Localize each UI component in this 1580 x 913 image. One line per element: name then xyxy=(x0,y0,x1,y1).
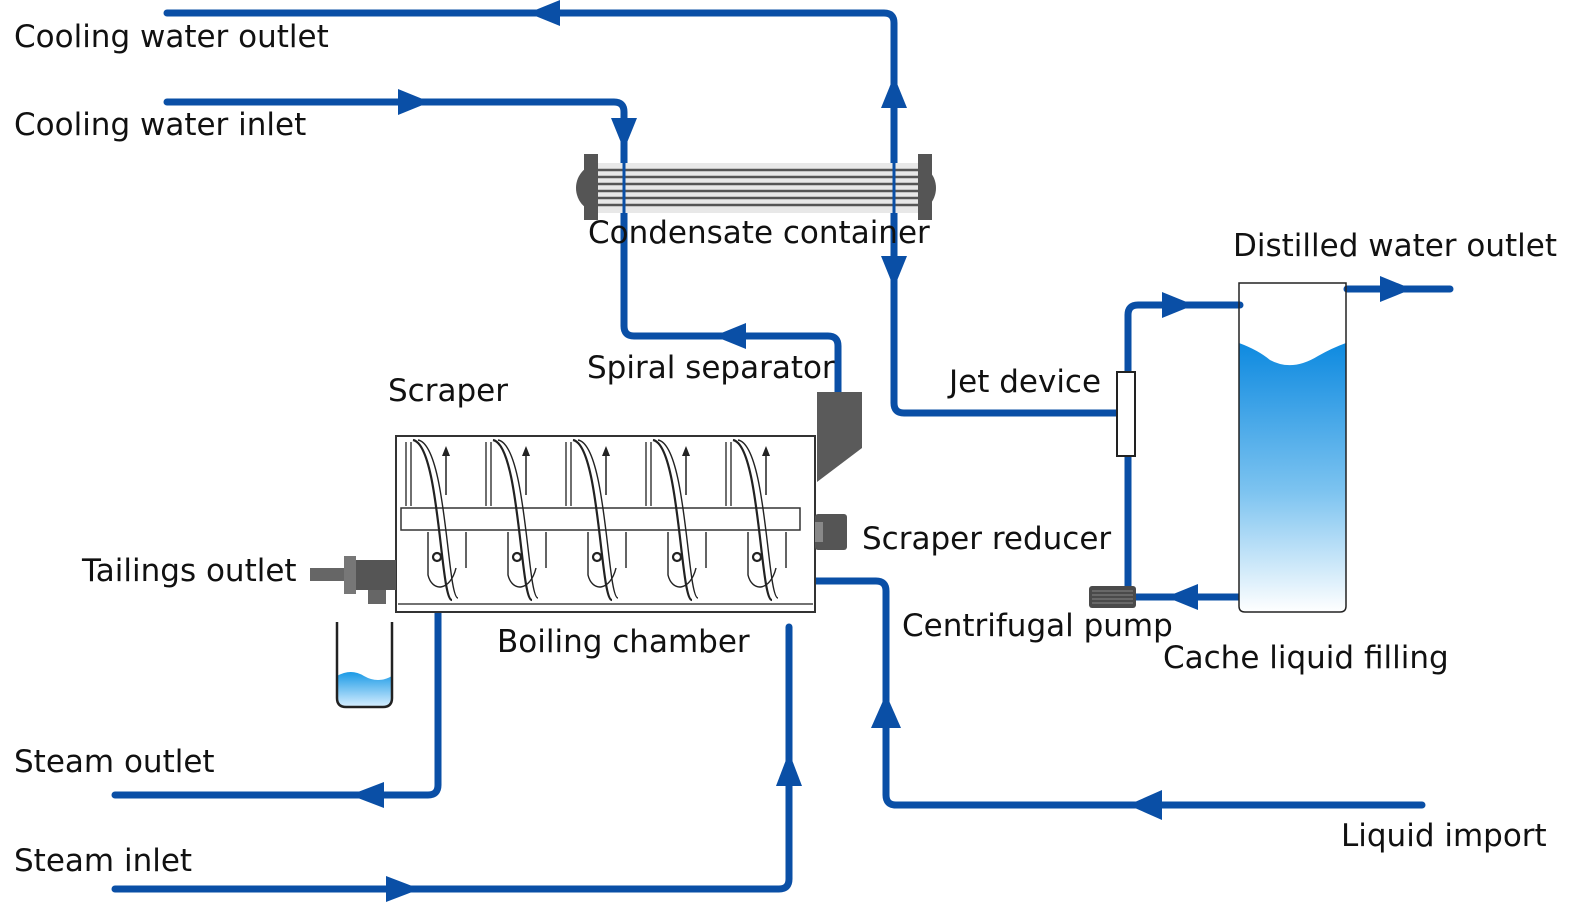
scraper-blade xyxy=(405,438,467,602)
cooling-water-outlet-label: Cooling water outlet xyxy=(14,19,329,55)
cooling-water-inlet-label: Cooling water inlet xyxy=(14,107,307,143)
distilled-water-tank xyxy=(1238,282,1347,613)
scraper-blade xyxy=(565,438,627,602)
arrow-down-icon xyxy=(611,118,637,150)
cooling-water-inlet-pipe xyxy=(163,98,628,169)
scraper-reducer xyxy=(815,514,847,550)
jet-device xyxy=(1116,371,1136,457)
scraper-blade xyxy=(485,438,547,602)
tailings-cup xyxy=(335,622,394,709)
steam-inlet-pipe xyxy=(111,623,793,893)
arrow-up-icon xyxy=(881,76,907,108)
scraper-blade xyxy=(645,438,707,602)
cooling-water-outlet-pipe xyxy=(163,9,898,169)
condensate-container-label: Condensate container xyxy=(588,215,930,251)
distilled-water-outlet-label: Distilled water outlet xyxy=(1233,228,1558,264)
jet-device-label: Jet device xyxy=(949,364,1102,400)
steam-outlet-pipe xyxy=(111,608,442,799)
boiling-chamber-label: Boiling chamber xyxy=(497,624,750,660)
cache-liquid-filling-label: Cache liquid filling xyxy=(1163,640,1449,676)
liquid-import-pipe xyxy=(812,577,1426,809)
arrow-left-icon xyxy=(1128,790,1162,820)
arrow-left-icon xyxy=(528,0,560,26)
liquid-import-label: Liquid import xyxy=(1341,818,1547,854)
tailings-outlet-valve xyxy=(310,556,396,604)
arrow-up-icon xyxy=(776,752,802,786)
arrow-right-icon xyxy=(398,89,430,115)
scraper-blades xyxy=(405,438,787,602)
scraper-label: Scraper xyxy=(388,373,508,409)
arrow-left-icon xyxy=(714,323,746,349)
tailings-outlet-label: Tailings outlet xyxy=(82,553,297,589)
arrow-left-icon xyxy=(350,782,384,808)
arrow-right-icon xyxy=(386,876,420,902)
centrifugal-pump xyxy=(1089,586,1136,608)
centrifugal-pump-label: Centrifugal pump xyxy=(902,608,1173,644)
arrow-left-icon xyxy=(1166,584,1198,610)
condenser xyxy=(576,154,936,220)
arrow-right-icon xyxy=(1380,276,1412,302)
steam-outlet-label: Steam outlet xyxy=(14,744,215,780)
spiral-separator-hopper xyxy=(817,392,862,482)
arrow-down-icon xyxy=(881,256,907,288)
arrow-right-icon xyxy=(1162,292,1194,318)
scraper-blade xyxy=(725,438,787,602)
arrow-up-icon xyxy=(871,694,901,728)
steam-inlet-label: Steam inlet xyxy=(14,843,193,879)
jet-supply-pipe xyxy=(890,206,1121,417)
scraper-reducer-label: Scraper reducer xyxy=(862,521,1112,557)
tank-inlet-pipe xyxy=(1124,301,1244,376)
spiral-separator-label: Spiral separator xyxy=(587,350,835,386)
